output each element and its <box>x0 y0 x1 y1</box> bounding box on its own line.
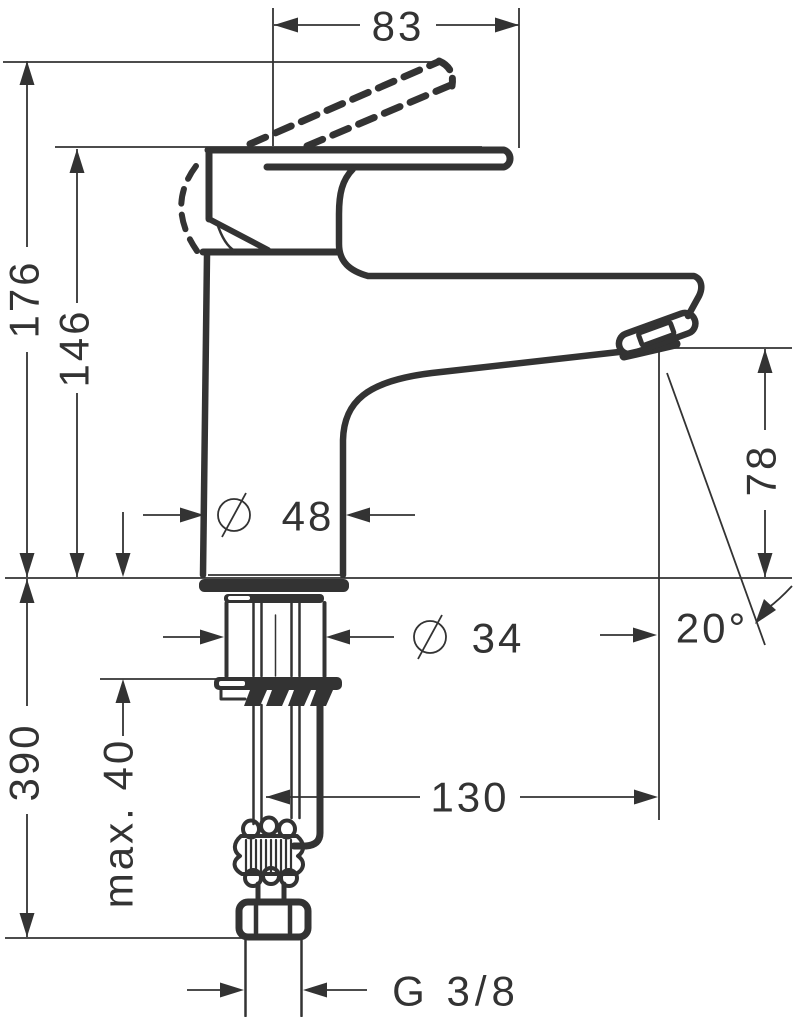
label-handle-width: 83 <box>372 3 425 50</box>
handle-base-front-slope <box>206 216 271 253</box>
label-spout-height: 78 <box>738 444 785 497</box>
label-body-diameter: 48 <box>282 493 335 540</box>
spout-underside-and-body-right <box>339 348 623 579</box>
handle-swing-arc-dashed <box>178 163 200 254</box>
braided-hose <box>232 815 306 905</box>
label-shank-diameter: 34 <box>472 615 525 662</box>
dimension-labels: 83 176 146 78 48 34 20° 130 390 max. 40 … <box>1 3 785 1015</box>
label-total-height: 176 <box>1 259 48 338</box>
extension-lines <box>3 8 793 939</box>
angle-20-arc <box>767 585 793 609</box>
diameter-icon-48 <box>217 492 251 538</box>
body-left-edge <box>199 251 211 579</box>
hose-hex-nut <box>235 898 312 941</box>
handle-pivot-arc <box>215 221 237 253</box>
handle-raised-dashed-outline <box>246 57 456 150</box>
shank-flange <box>224 594 324 603</box>
shank-flange-slot <box>228 596 250 600</box>
label-spout-angle: 20° <box>676 605 749 652</box>
supply-pipes <box>252 701 324 850</box>
label-hose-length: 390 <box>1 722 48 801</box>
angle-20-slanted-line <box>666 372 766 646</box>
faucet-artwork <box>178 57 705 1017</box>
arrowheads <box>19 17 776 998</box>
label-max-mounting-thickness: max. 40 <box>95 738 142 908</box>
base-plate <box>199 579 349 592</box>
aerator-icon <box>615 309 699 358</box>
mounting-clamp <box>214 677 342 706</box>
label-body-height: 146 <box>51 308 98 387</box>
label-spout-reach: 130 <box>430 774 509 821</box>
threaded-shank <box>224 601 327 678</box>
label-connection-thread: G 3/8 <box>392 968 520 1015</box>
g38-thread-pipe <box>244 936 303 1017</box>
diameter-icon-34 <box>413 614 447 660</box>
body-neck-and-spout-top <box>335 165 705 320</box>
handle-lever <box>204 146 514 171</box>
